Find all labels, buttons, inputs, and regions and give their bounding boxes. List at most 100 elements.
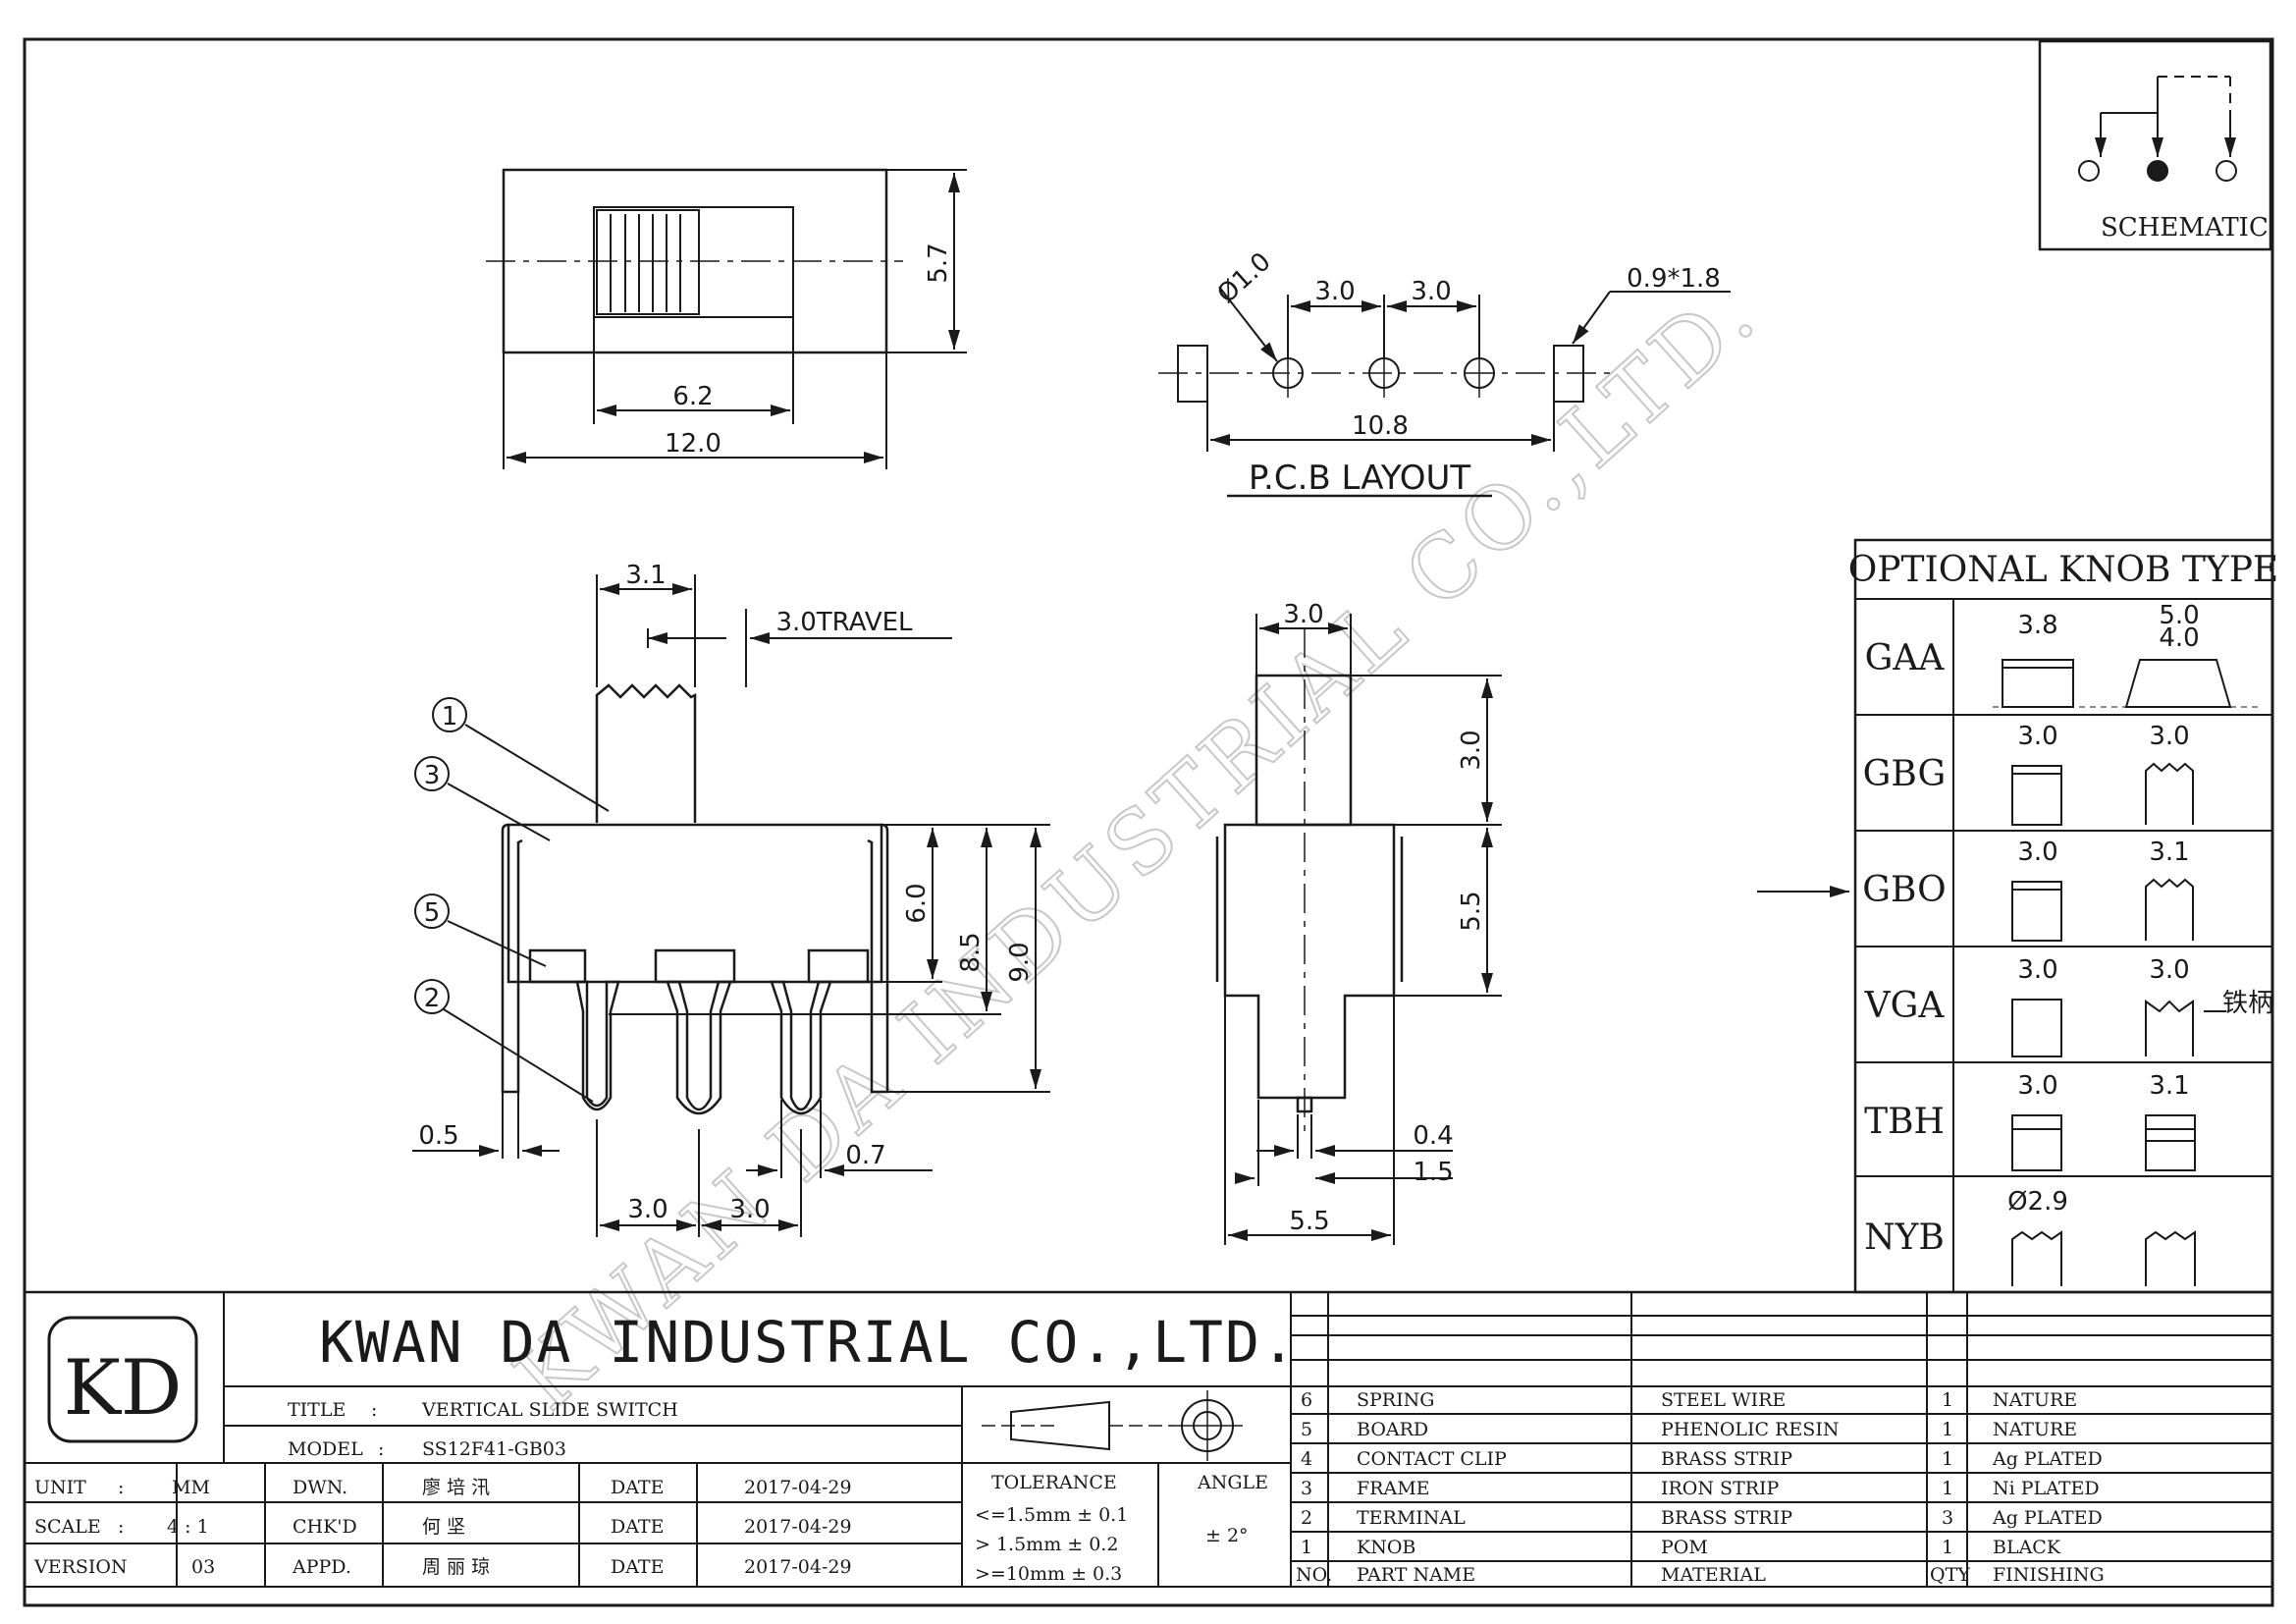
chk-name: 何 坚 (422, 1516, 465, 1538)
bom-finish: Ag PLATED (1992, 1448, 2103, 1470)
angle-value: ± 2° (1205, 1525, 1249, 1546)
date-label: DATE (611, 1477, 664, 1498)
date-label: DATE (611, 1556, 664, 1578)
dwn-label: DWN. (293, 1477, 347, 1498)
bom-no: 1 (1301, 1537, 1312, 1558)
bom-finish: Ni PLATED (1993, 1478, 2100, 1499)
bom-qty: 1 (1942, 1419, 1953, 1440)
front-h1: 6.0 (902, 883, 932, 923)
tolerance-label: TOLERANCE (991, 1472, 1117, 1493)
tolerance-line: >=10mm ± 0.3 (975, 1563, 1122, 1585)
bom-header-no: NO. (1296, 1564, 1332, 1586)
knob-code: NYB (1864, 1218, 1945, 1258)
knob-table-title: OPTIONAL KNOB TYPE (1848, 550, 2278, 590)
front-knob-width: 3.1 (625, 561, 666, 590)
unit-value: MM (172, 1477, 210, 1498)
bom-table: 6 SPRING STEEL WIRE 1 NATURE 5 BOARD PHE… (1296, 1389, 2105, 1586)
bom-material: IRON STRIP (1661, 1478, 1780, 1499)
callout-5: 5 (424, 898, 441, 928)
bom-no: 2 (1301, 1507, 1312, 1529)
side-body-height: 5.5 (1457, 891, 1486, 931)
front-pitch-1: 3.0 (627, 1195, 667, 1224)
side-knob-width: 3.0 (1283, 600, 1323, 629)
company-logo: KD (64, 1344, 183, 1433)
title-label: TITLE (288, 1399, 346, 1421)
bom-material: STEEL WIRE (1661, 1389, 1786, 1411)
knob-code: TBH (1864, 1102, 1945, 1142)
side-view-dims (1224, 614, 1502, 1245)
knob-dim: 3.0 (2017, 722, 2057, 751)
knob-code: GAA (1865, 638, 1946, 678)
front-h2: 8.5 (956, 932, 986, 972)
knob-dim: 3.1 (2149, 1071, 2189, 1101)
title-value: VERTICAL SLIDE SWITCH (421, 1399, 678, 1421)
title-block-grid (25, 1290, 2272, 1588)
date-value: 2017-04-29 (744, 1556, 852, 1578)
date-value: 2017-04-29 (744, 1477, 852, 1498)
front-view (501, 683, 889, 1115)
svg-text::: : (118, 1516, 124, 1538)
front-tab-dim: 0.5 (418, 1121, 458, 1151)
bom-no: 4 (1301, 1448, 1312, 1470)
chk-label: CHK'D (293, 1516, 357, 1538)
knob-dim: 3.0 (2149, 955, 2189, 985)
date-value: 2017-04-29 (744, 1516, 852, 1538)
pcb-title: P.C.B LAYOUT (1249, 459, 1471, 498)
knob-code: GBG (1863, 754, 1947, 794)
pcb-hole-dia: Ø1.0 (1212, 247, 1277, 310)
side-knob-height: 3.0 (1457, 730, 1486, 770)
svg-text::: : (371, 1399, 377, 1421)
bom-finish: NATURE (1993, 1419, 2077, 1440)
knob-code: VGA (1864, 986, 1946, 1026)
callout-2: 2 (424, 984, 441, 1013)
bom-part: SPRING (1357, 1389, 1434, 1411)
bom-part: BOARD (1357, 1419, 1428, 1440)
knob-dim: 3.1 (2149, 838, 2189, 867)
bom-header-material: MATERIAL (1661, 1564, 1766, 1586)
bom-part: KNOB (1357, 1537, 1415, 1558)
model-label: MODEL (288, 1438, 363, 1460)
pcb-pitch-1: 3.0 (1314, 277, 1355, 306)
front-pin-dim: 0.7 (845, 1141, 885, 1170)
knob-dim: Ø2.9 (2007, 1187, 2068, 1217)
knob-dim: 铁柄 (2222, 989, 2273, 1018)
knob-dim: 5.0 (2159, 601, 2199, 630)
top-width-dim: 12.0 (665, 429, 721, 459)
side-pin-w: 0.4 (1413, 1121, 1453, 1151)
front-pitch-2: 3.0 (729, 1195, 770, 1224)
bom-qty: 1 (1942, 1537, 1953, 1558)
front-view-dims (412, 574, 1050, 1237)
knob-rows: GAA 3.8 5.0 4.0 GBG 3.0 3.0 GBO 3.0 3.1 … (1862, 601, 2273, 1258)
dwn-name: 廖 培 汛 (422, 1477, 490, 1498)
scale-label: SCALE (34, 1516, 101, 1538)
schematic-box (2038, 39, 2272, 251)
pcb-slot: 0.9*1.8 (1627, 264, 1721, 294)
pcb-span: 10.8 (1352, 411, 1409, 441)
scale-value: 4 : 1 (167, 1516, 209, 1538)
bom-qty: 1 (1942, 1389, 1953, 1411)
company-name: KWAN DA INDUSTRIAL CO.,LTD. (319, 1309, 1298, 1376)
callout-1: 1 (442, 702, 458, 731)
bom-material: BRASS STRIP (1661, 1507, 1792, 1529)
front-h3: 9.0 (1005, 942, 1035, 982)
model-value: SS12F41-GB03 (422, 1438, 566, 1460)
pcb-layout (1158, 286, 1731, 498)
knob-code: GBO (1862, 870, 1946, 910)
callout-3: 3 (424, 761, 441, 790)
bom-qty: 3 (1942, 1507, 1953, 1529)
top-height-dim: 5.7 (924, 243, 953, 283)
bom-no: 3 (1301, 1478, 1312, 1499)
knob-dim: 3.0 (2017, 1071, 2057, 1101)
bom-no: 5 (1301, 1419, 1312, 1440)
knob-dim: 3.0 (2149, 722, 2189, 751)
bom-header-part: PART NAME (1357, 1564, 1475, 1586)
top-view (486, 168, 967, 469)
knob-dim: 3.0 (2017, 955, 2057, 985)
bom-material: BRASS STRIP (1661, 1448, 1792, 1470)
knob-dim: 4.0 (2159, 623, 2199, 653)
bom-finish: Ag PLATED (1992, 1507, 2103, 1529)
bom-finish: BLACK (1993, 1537, 2061, 1558)
tolerance-line: <=1.5mm ± 0.1 (975, 1504, 1128, 1526)
bom-material: POM (1661, 1537, 1708, 1558)
